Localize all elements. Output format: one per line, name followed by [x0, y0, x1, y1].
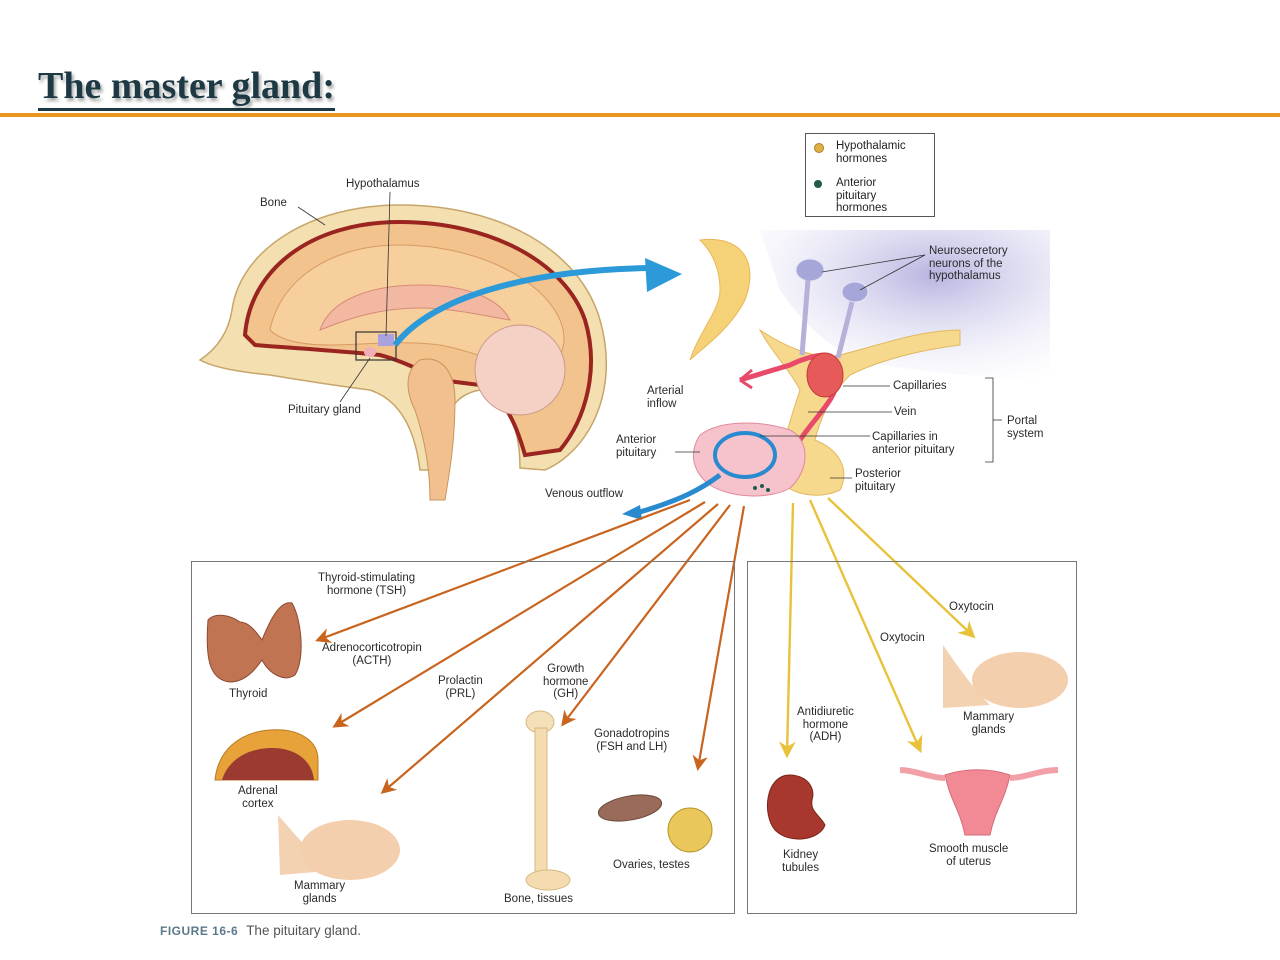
label-uterus: Smooth muscle of uterus — [929, 843, 1009, 868]
label-posterior-pituitary: Posterior pituitary — [855, 468, 902, 493]
figure-caption: FIGURE 16-6 The pituitary gland. — [160, 923, 361, 938]
label-pituitary-gland: Pituitary gland — [288, 404, 361, 416]
anterior-hormone-arrows — [315, 498, 746, 795]
figure-number: FIGURE 16-6 — [160, 924, 239, 938]
bone-illustration — [525, 710, 571, 891]
label-arterial-inflow: Arterial inflow — [647, 385, 684, 410]
label-tsh: Thyroid-stimulating hormone (TSH) — [318, 572, 416, 597]
gonads-illustration — [597, 794, 713, 853]
label-thyroid: Thyroid — [229, 688, 268, 700]
label-gh: Growth hormone (GH) — [543, 663, 589, 700]
mammary-illustration-anterior — [278, 815, 400, 880]
label-vein: Vein — [894, 406, 917, 418]
thyroid-illustration — [206, 602, 302, 683]
label-gonadotropins: Gonadotropins (FSH and LH) — [594, 728, 670, 753]
label-capillaries-anterior: Capillaries in anterior pituitary — [872, 431, 955, 456]
label-acth: Adrenocorticotropin (ACTH) — [322, 642, 422, 667]
hypothalamic-hormone-dot-icon — [814, 143, 824, 153]
label-bone: Bone — [260, 197, 287, 209]
label-prl: Prolactin (PRL) — [438, 675, 483, 700]
title-divider — [0, 113, 1280, 117]
label-kidney-tubules: Kidney tubules — [782, 849, 820, 874]
label-ovaries-testes: Ovaries, testes — [613, 859, 690, 871]
slide-title: The master gland: — [38, 64, 335, 111]
label-adh: Antidiuretic hormone (ADH) — [797, 706, 854, 743]
mammary-illustration-posterior — [943, 645, 1068, 708]
adrenal-illustration — [214, 729, 319, 781]
leader-lines — [297, 191, 1002, 479]
pituitary-detail-illustration — [622, 230, 1050, 520]
label-oxytocin-mammary: Oxytocin — [949, 601, 994, 613]
label-hypothalamus: Hypothalamus — [346, 178, 420, 190]
label-bone-tissues: Bone, tissues — [504, 893, 574, 905]
brain-illustration — [198, 204, 682, 501]
posterior-targets-box — [747, 561, 1077, 914]
figure-caption-text: The pituitary gland. — [246, 923, 362, 938]
legend: Hypothalamic hormones Anterior pituitary… — [805, 133, 935, 217]
label-oxytocin-uterus: Oxytocin — [880, 632, 925, 644]
posterior-hormone-arrows — [778, 497, 976, 759]
label-portal-system: Portal system — [1007, 415, 1044, 440]
anterior-pituitary-hormone-dot-icon — [814, 180, 822, 188]
label-venous-outflow: Venous outflow — [545, 488, 624, 500]
label-adrenal-cortex: Adrenal cortex — [238, 785, 278, 810]
kidney-illustration — [766, 774, 826, 840]
uterus-illustration — [899, 767, 1059, 836]
label-mammary-glands-posterior: Mammary glands — [963, 711, 1015, 736]
label-capillaries: Capillaries — [893, 380, 947, 392]
label-anterior-pituitary: Anterior pituitary — [616, 434, 657, 459]
label-neurosecretory-neurons: Neurosecretory neurons of the hypothalam… — [929, 245, 1008, 282]
anterior-targets-box — [191, 561, 735, 914]
label-mammary-glands-anterior: Mammary glands — [294, 880, 346, 905]
